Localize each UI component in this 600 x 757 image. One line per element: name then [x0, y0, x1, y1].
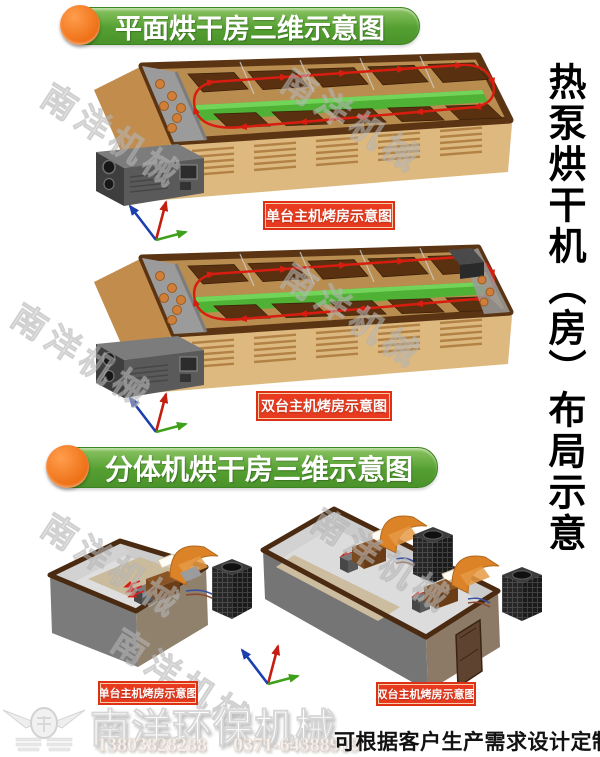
- page-title-vertical: 热泵烘干机（房）布局示意: [542, 62, 584, 554]
- outdoor-unit: [502, 567, 542, 621]
- custom-service-note: 可根据客户生产需求设计定制: [334, 731, 600, 754]
- axis-triad-icon: [232, 636, 302, 692]
- second-host-machine: [448, 248, 510, 314]
- axis-triad-icon: [120, 192, 190, 248]
- phone-numbers: 13803828288 0371-64388919: [97, 734, 386, 757]
- banner-dot-icon: [46, 445, 89, 488]
- diagram-flat-dual-room: [80, 242, 520, 427]
- caption-flat-single: 单台主机烤房示意图: [263, 201, 395, 230]
- phone-landline: 0371-64388919: [233, 734, 360, 757]
- section-banner-flat: 平面烘干房三维示意图: [62, 7, 420, 45]
- outdoor-unit: [413, 527, 453, 583]
- section-banner-split: 分体机烘干房三维示意图: [48, 447, 438, 488]
- diagram-split-dual-room: [260, 506, 542, 691]
- company-logo-icon: [2, 707, 86, 752]
- axis-triad-icon: [120, 384, 190, 440]
- outdoor-unit: [212, 559, 252, 619]
- caption-split-dual: 双台主机烤房示意图: [376, 682, 476, 706]
- caption-split-single: 单台主机烤房示意图: [98, 681, 198, 705]
- banner-dot-icon: [60, 5, 100, 45]
- banner-split-label: 分体机烘干房三维示意图: [105, 453, 414, 485]
- caption-flat-dual: 双台主机烤房示意图: [256, 391, 392, 421]
- company-name: 南洋环保机械: [90, 707, 336, 752]
- banner-flat-label: 平面烘干房三维示意图: [115, 13, 385, 44]
- phone-mobile: 13803828288: [97, 734, 208, 757]
- diagram-split-single-room: [47, 538, 252, 667]
